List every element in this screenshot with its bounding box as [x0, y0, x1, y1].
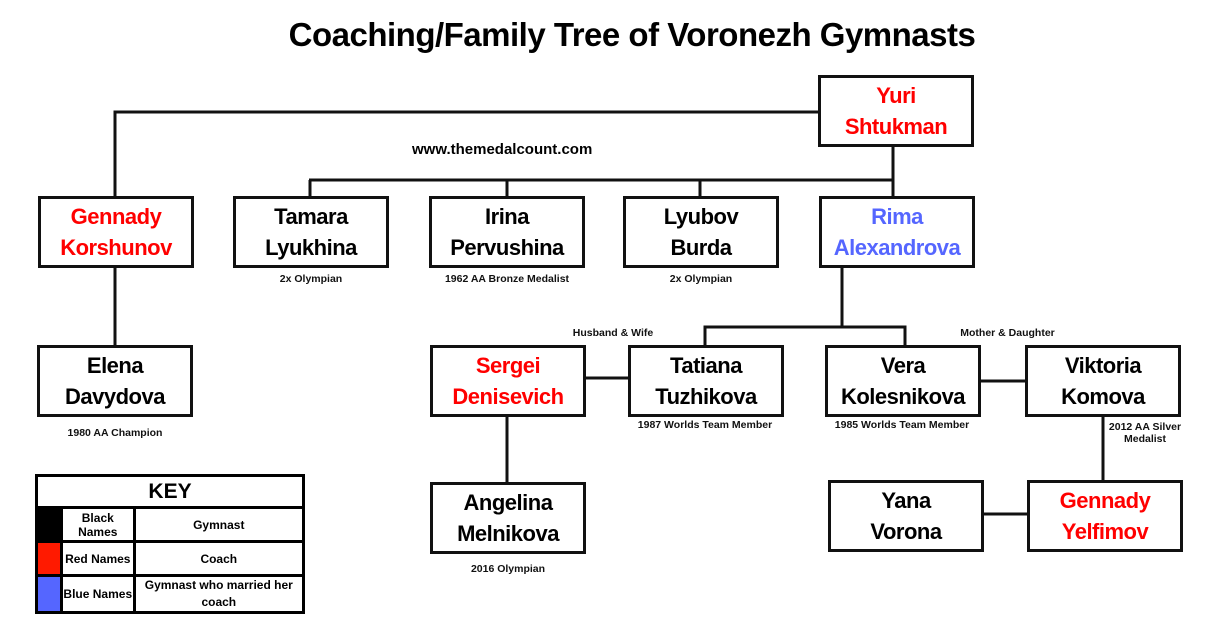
swatch-red	[35, 540, 63, 577]
person-first-name: Yuri	[876, 83, 916, 108]
person-last-name: Lyukhina	[265, 235, 357, 260]
person-first-name: Angelina	[463, 490, 553, 515]
person-last-name: Komova	[1061, 384, 1145, 409]
person-last-name: Pervushina	[450, 235, 564, 260]
person-last-name: Burda	[670, 235, 732, 260]
person-first-name: Viktoria	[1064, 353, 1142, 378]
person-first-name: Tamara	[274, 204, 348, 229]
person-first-name: Rima	[871, 204, 923, 229]
key-label: Red Names	[60, 540, 136, 577]
key-meaning: Gymnast	[132, 506, 306, 543]
person-last-name: Yelfimov	[1061, 519, 1149, 544]
person-caption: 2012 AA Silver Medalist	[1108, 421, 1182, 445]
person-last-name: Davydova	[65, 384, 165, 409]
swatch-blue	[35, 574, 63, 614]
person-first-name: Vera	[880, 353, 926, 378]
person-last-name: Vorona	[870, 519, 942, 544]
key-meaning: Gymnast who married her coach	[132, 574, 306, 614]
person-last-name: Korshunov	[60, 235, 172, 260]
person-caption: 2016 Olympian	[470, 563, 546, 575]
person-first-name: Gennady	[70, 204, 162, 229]
person-caption: 2x Olympian	[669, 273, 733, 285]
person-first-name: Elena	[86, 353, 144, 378]
line-rima-branch	[703, 325, 907, 345]
line-yuri-gennady-k	[113, 110, 818, 196]
person-first-name: Irina	[485, 204, 529, 229]
key-title: KEY	[35, 474, 305, 509]
person-last-name: Kolesnikova	[840, 384, 966, 409]
person-caption: 1962 AA Bronze Medalist	[444, 273, 570, 285]
person-caption: 1987 Worlds Team Member	[637, 419, 773, 431]
person-last-name: Denisevich	[452, 384, 564, 409]
person-first-name: Yana	[881, 488, 931, 513]
website-label: www.themedalcount.com	[412, 141, 593, 158]
person-caption: 2x Olympian	[279, 273, 343, 285]
page-title: Coaching/Family Tree of Voronezh Gymnast…	[288, 16, 976, 53]
person-last-name: Melnikova	[457, 521, 559, 546]
key-label: Blue Names	[60, 574, 136, 614]
person-first-name: Sergei	[475, 353, 541, 378]
person-last-name: Shtukman	[844, 114, 948, 139]
person-caption: 1985 Worlds Team Member	[834, 419, 970, 431]
person-first-name: Lyubov	[663, 204, 739, 229]
key-label: Black Names	[60, 506, 136, 543]
person-first-name: Gennady	[1059, 488, 1151, 513]
person-last-name: Tuzhikova	[655, 384, 757, 409]
key-meaning: Coach	[132, 540, 306, 577]
person-caption: 1980 AA Champion	[67, 427, 163, 439]
swatch-black	[35, 506, 63, 543]
relation-mother-daughter: Mother & Daughter	[960, 327, 1055, 339]
person-first-name: Tatiana	[670, 353, 742, 378]
person-last-name: Alexandrova	[833, 235, 961, 260]
relation-husband-wife: Husband & Wife	[572, 327, 654, 339]
